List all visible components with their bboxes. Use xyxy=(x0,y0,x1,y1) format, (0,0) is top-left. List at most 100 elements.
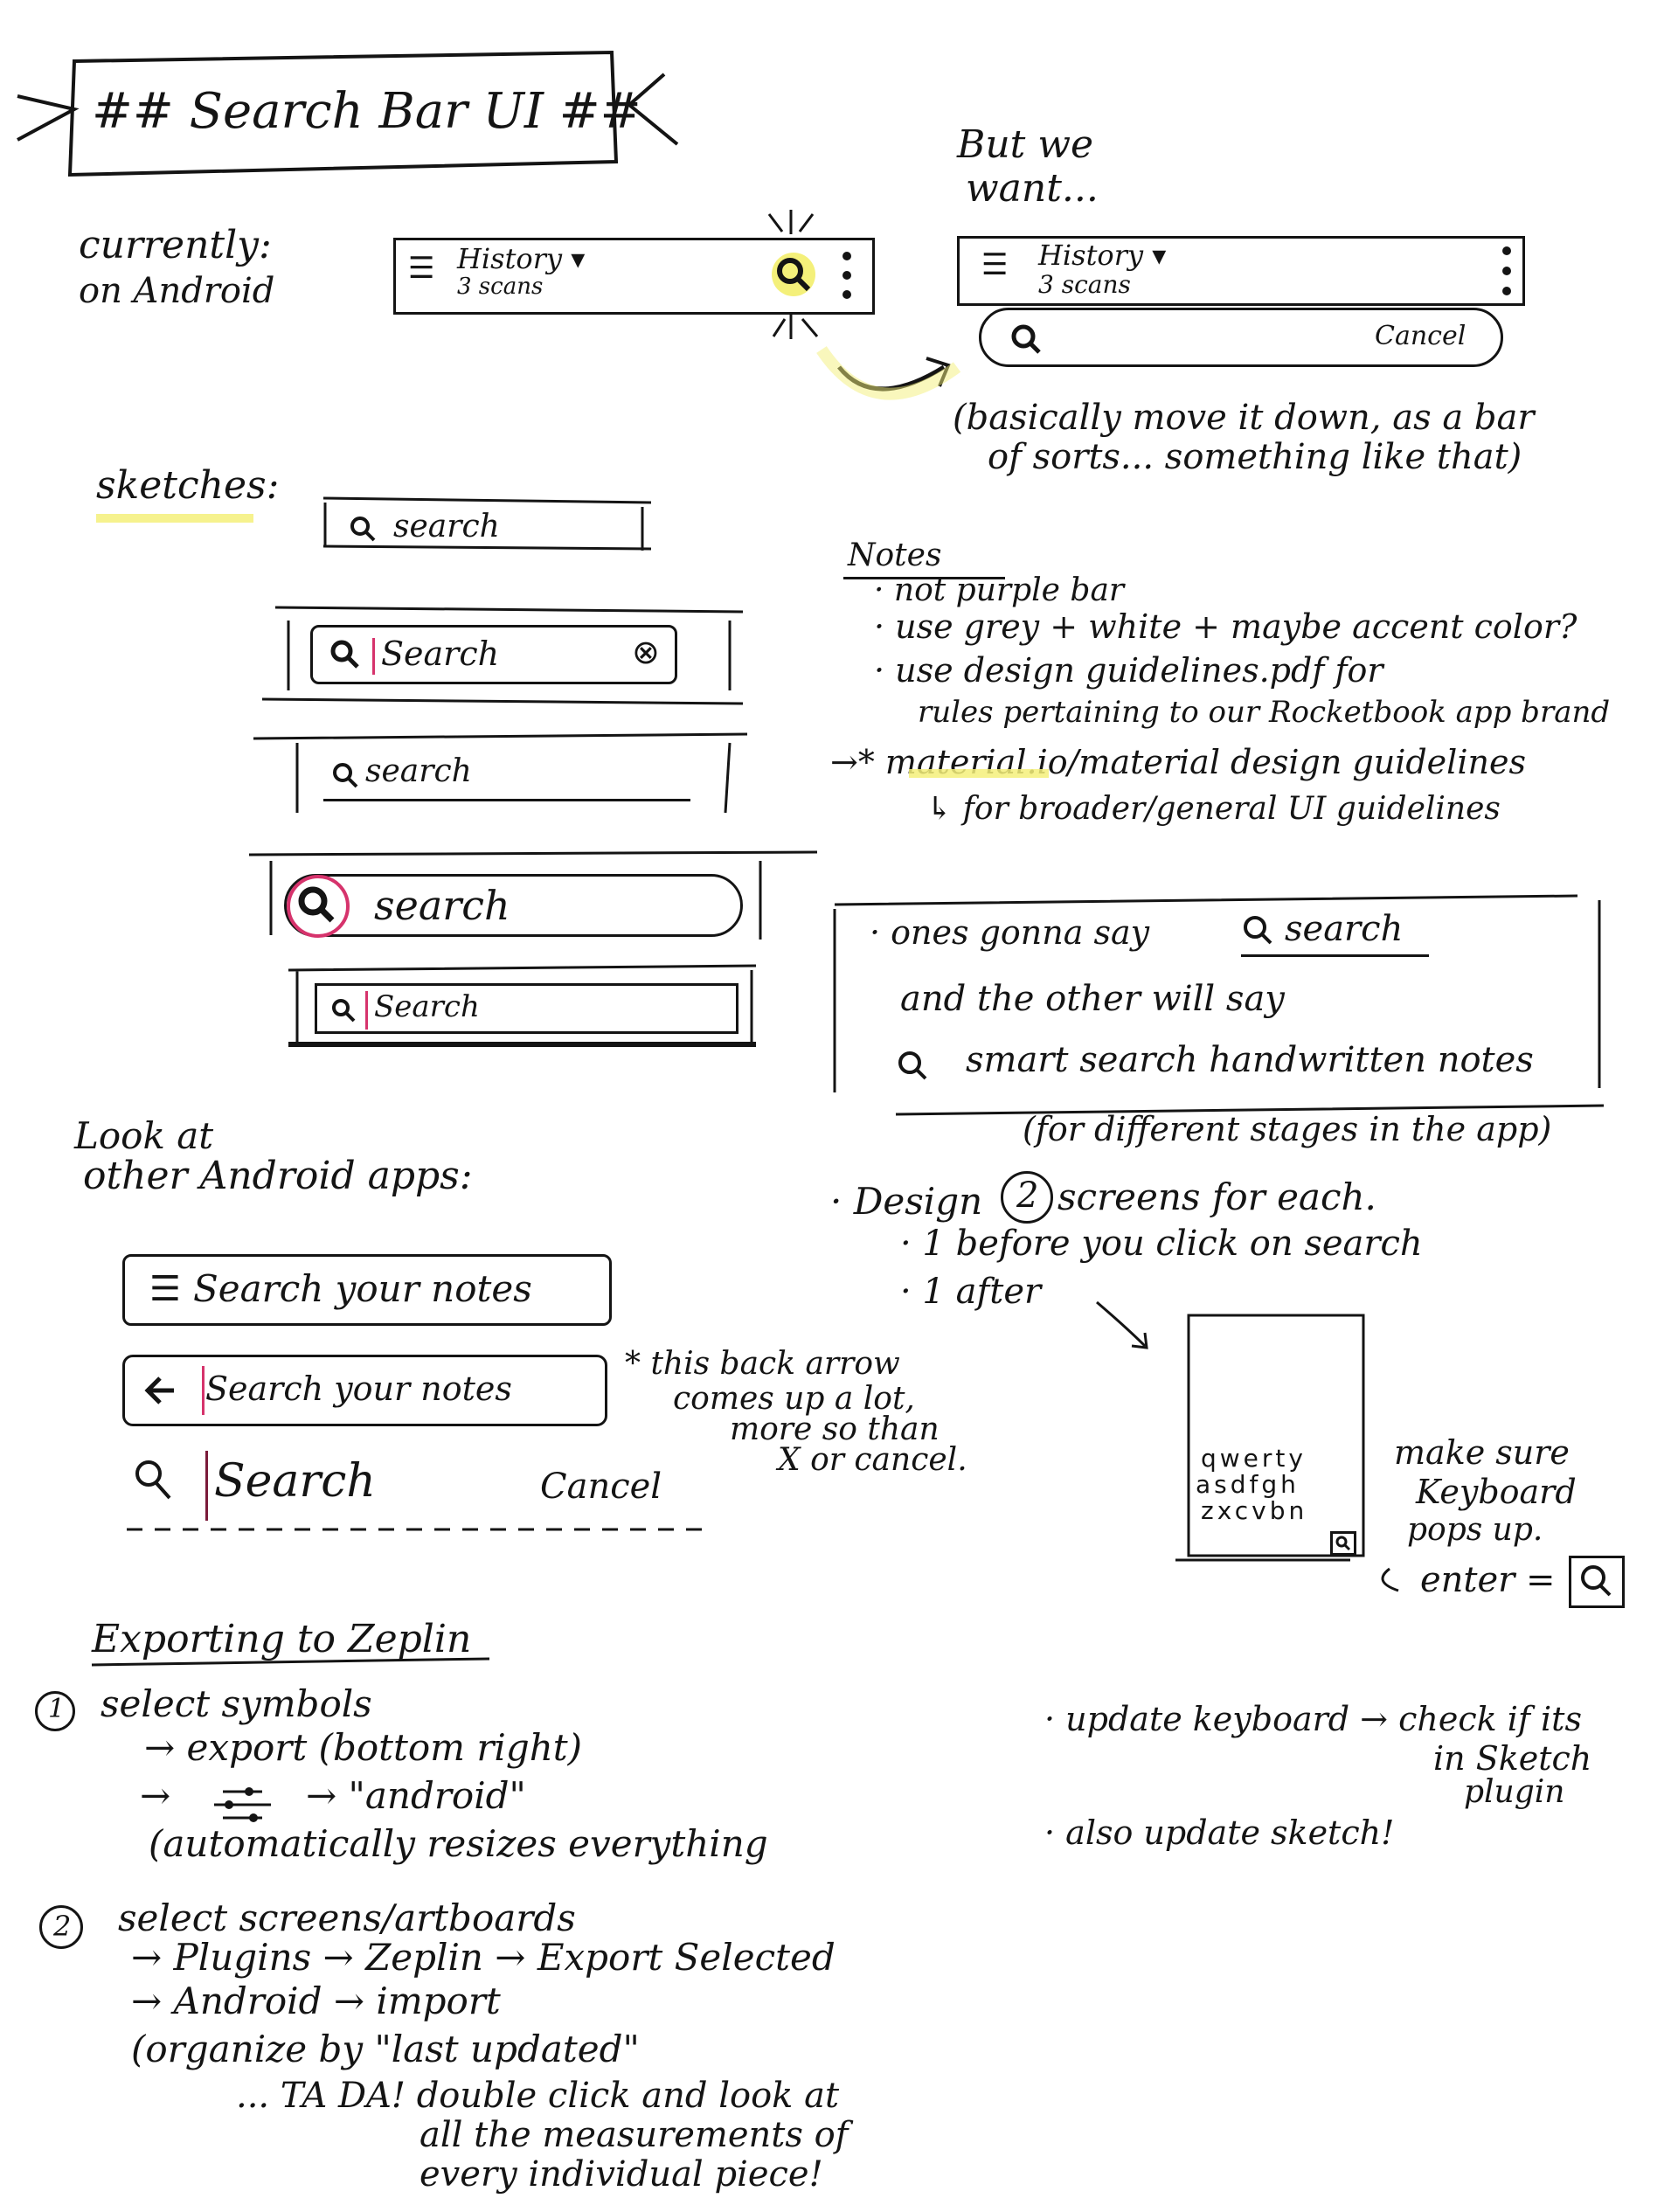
current-sublabel: on Android xyxy=(79,271,275,311)
sketch-1: search xyxy=(332,509,638,547)
search-icon[interactable] xyxy=(287,875,350,938)
search-icon xyxy=(350,517,376,542)
circled-number: 2 xyxy=(1001,1171,1053,1224)
design-line-suffix: screens for each. xyxy=(1057,1175,1376,1218)
notes-title-underline xyxy=(843,577,1005,579)
clear-icon[interactable]: ⊗ xyxy=(632,633,660,671)
zeplin-title: Exporting to Zeplin xyxy=(92,1617,472,1661)
look-at-label-2: other Android apps: xyxy=(83,1154,473,1198)
step-2-e: all the measurements of xyxy=(420,2115,849,2155)
keyboard-note-1: make sure xyxy=(1394,1433,1570,1472)
stages-line-1: · ones gonna say xyxy=(870,913,1150,952)
stages-search-underline xyxy=(1241,954,1429,957)
keyboard-row: qwerty xyxy=(1201,1444,1307,1473)
text-cursor xyxy=(202,1366,205,1415)
app-bar-subtitle: 3 scans xyxy=(1038,270,1131,299)
search-icon[interactable] xyxy=(772,253,815,296)
back-arrow-note-3: more so than xyxy=(730,1411,940,1447)
step-1-a: → export (bottom right) xyxy=(144,1726,583,1769)
menu-icon[interactable]: ☰ xyxy=(408,251,435,286)
example-search-bar-2[interactable]: Search your notes xyxy=(122,1355,607,1426)
sketch-3: search xyxy=(323,753,697,801)
search-icon xyxy=(333,763,358,788)
stages-caption: (for different stages in the app) xyxy=(1023,1110,1552,1148)
design-after: · 1 after xyxy=(900,1272,1042,1312)
example-bar-2-text: Search your notes xyxy=(205,1369,512,1408)
step-2-d: ... TA DA! double click and look at xyxy=(236,2076,840,2116)
slider-arrow-icon: → xyxy=(140,1774,171,1817)
notes-title: Notes xyxy=(848,537,942,573)
search-icon xyxy=(135,1460,171,1500)
example-bar-1-text: Search your notes xyxy=(193,1267,532,1310)
step-2-a: → Plugins → Zeplin → Export Selected xyxy=(131,1936,836,1979)
text-cursor xyxy=(205,1451,208,1521)
keyboard-enter-key[interactable] xyxy=(1330,1531,1356,1556)
menu-icon[interactable]: ☰ xyxy=(149,1269,181,1309)
back-arrow-icon[interactable] xyxy=(144,1373,179,1408)
notes-line-4: rules pertaining to our Rocketbook app b… xyxy=(918,695,1611,730)
search-icon xyxy=(1581,1565,1612,1597)
step-1-marker: 1 xyxy=(35,1691,75,1731)
want-heading-2: want... xyxy=(966,166,1099,211)
material-highlight xyxy=(909,769,1049,778)
want-heading: But we xyxy=(957,122,1094,167)
notes-line-2: · use grey + white + maybe accent color? xyxy=(874,607,1577,646)
sketch-2: Search ⊗ xyxy=(310,625,677,684)
stages-search-word: search xyxy=(1285,909,1404,949)
sketch-underline xyxy=(323,799,690,801)
sketch-5: Search xyxy=(315,983,738,1034)
cancel-button[interactable]: Cancel xyxy=(1375,321,1467,351)
update-keyboard-note-2: in Sketch xyxy=(1433,1739,1592,1778)
search-icon xyxy=(1244,916,1272,945)
sketch-5-underline xyxy=(288,1042,756,1047)
sketch-search-text: search xyxy=(365,753,472,789)
example-search-bar-3[interactable]: Search Cancel xyxy=(131,1451,708,1521)
keyboard-note-2: Keyboard xyxy=(1416,1473,1577,1511)
stages-line-2: and the other will say xyxy=(900,979,1285,1019)
more-vert-icon[interactable] xyxy=(842,249,852,302)
stages-line-3: smart search handwritten notes xyxy=(966,1040,1534,1080)
search-icon[interactable] xyxy=(1008,321,1046,363)
search-icon xyxy=(332,999,356,1023)
text-cursor xyxy=(365,991,368,1030)
enter-note: enter = xyxy=(1420,1560,1556,1600)
design-before: · 1 before you click on search xyxy=(900,1224,1423,1264)
step-2-c: (organize by "last updated" xyxy=(131,2028,640,2070)
example-bar-3-text: Search xyxy=(214,1455,376,1508)
example-search-bar-1[interactable]: ☰ Search your notes xyxy=(122,1254,612,1326)
sketches-highlight xyxy=(96,514,253,523)
want-caption: (basically move it down, as a bar xyxy=(953,398,1535,438)
search-icon xyxy=(330,640,359,669)
step-2-marker: 2 xyxy=(39,1905,83,1949)
step-1-c: (automatically resizes everything xyxy=(149,1822,768,1865)
sketch-search-text: Search xyxy=(381,634,500,673)
search-icon xyxy=(1335,1536,1351,1551)
back-arrow-note-2: comes up a lot, xyxy=(673,1381,915,1417)
sketch-search-text: search xyxy=(374,882,510,929)
cancel-button[interactable]: Cancel xyxy=(540,1467,662,1507)
step-2-number: 2 xyxy=(53,1910,72,1943)
back-arrow-note-4: X or cancel. xyxy=(778,1442,967,1478)
want-app-bar: ☰ History ▾ 3 scans xyxy=(957,236,1525,306)
app-bar-title: History ▾ xyxy=(1038,239,1167,272)
want-caption-2: of sorts... something like that) xyxy=(988,437,1522,477)
look-at-label: Look at xyxy=(74,1114,214,1157)
design-line: · Design xyxy=(830,1180,983,1223)
circled-number-text: 2 xyxy=(1016,1175,1039,1216)
update-keyboard-note: · update keyboard → check if its xyxy=(1044,1700,1582,1738)
back-arrow-note-1: * this back arrow xyxy=(625,1346,900,1382)
want-search-bar[interactable]: Cancel xyxy=(979,308,1503,367)
sketch-4: search xyxy=(284,874,743,938)
app-bar-subtitle: 3 scans xyxy=(457,274,544,300)
step-2-f: every individual piece! xyxy=(420,2154,823,2195)
current-label: currently: xyxy=(79,223,272,267)
text-cursor xyxy=(372,638,375,675)
keyboard-note-3: pops up. xyxy=(1407,1512,1543,1548)
search-icon xyxy=(898,1051,927,1080)
step-2-text: select screens/artboards xyxy=(118,1896,576,1939)
step-1-text: select symbols xyxy=(101,1682,372,1725)
menu-icon[interactable]: ☰ xyxy=(981,247,1009,282)
notes-line-6: ↳ for broader/general UI guidelines xyxy=(926,791,1501,827)
page-title: ## Search Bar UI ## xyxy=(92,83,641,140)
more-vert-icon[interactable] xyxy=(1501,244,1512,298)
